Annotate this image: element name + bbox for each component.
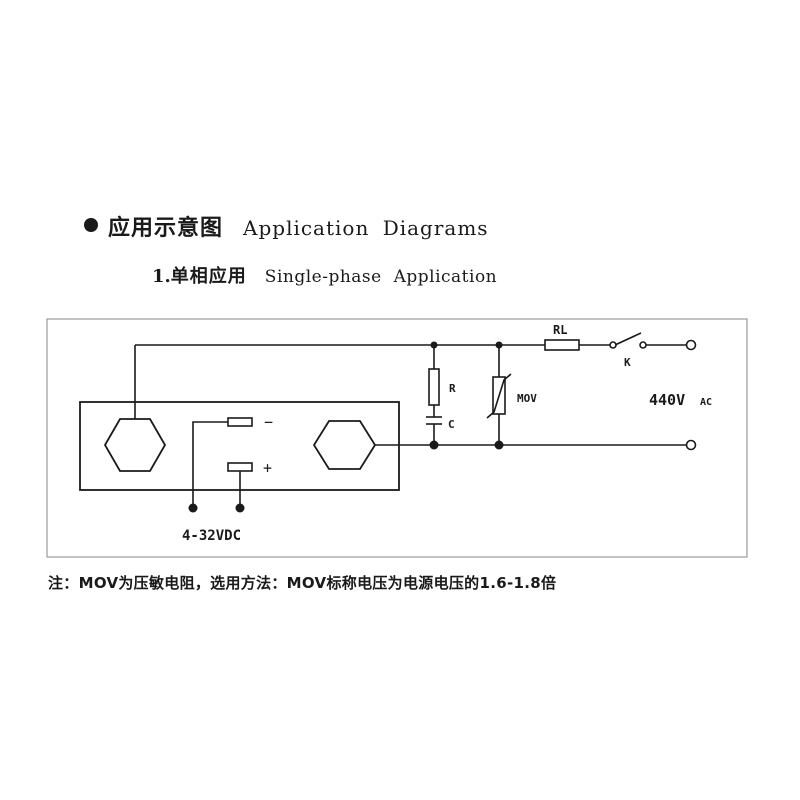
junction-dot [430,341,438,349]
junction-dot [429,440,439,450]
load-terminal-right [312,420,377,470]
control-terminal-dot [235,503,245,513]
load-terminal-left [103,418,167,472]
label-rl: RL [553,323,567,337]
snubber-resistor-r [428,368,440,406]
label-supply-value: 440V [649,391,685,409]
label-plus: + [263,459,272,477]
subsection-title-zh: 单相应用 [170,266,247,287]
label-c: C [448,418,455,431]
junction-dot [494,440,504,450]
section-heading: 应用示意图 Application Diagrams [84,210,489,242]
switch-k-contact [639,341,647,349]
label-minus: − [264,413,273,431]
control-terminal-dot [188,503,198,513]
label-mov: MOV [517,392,537,405]
label-r: R [449,382,456,395]
mov-selection-note: 注：MOV为压敏电阻，选用方法：MOV标称电压为电源电压的1.6-1.8倍 [48,574,557,592]
control-minus-pad [227,417,253,427]
switch-k-contact [609,341,617,349]
bullet-icon [84,218,98,232]
label-control-voltage: 4-32VDC [182,528,241,544]
label-supply-unit: AC [700,397,712,408]
control-plus-pad [227,462,253,472]
mov-diagonal [486,373,512,419]
wire-control-minus [192,421,228,508]
subsection-title-en: Single-phase Application [264,267,498,287]
subsection-heading: 1. 单相应用 Single-phase Application [152,262,497,288]
label-k: K [624,356,631,369]
supply-terminal-top [685,339,697,351]
junction-dot [495,341,503,349]
switch-k-blade [614,332,642,346]
heading-title-en: Application Diagrams [243,216,489,240]
subsection-number: 1. [152,266,171,287]
load-resistor-rl [544,339,580,351]
supply-terminal-bottom [685,439,697,451]
heading-title-zh: 应用示意图 [108,216,224,241]
diagram-frame [46,318,748,558]
